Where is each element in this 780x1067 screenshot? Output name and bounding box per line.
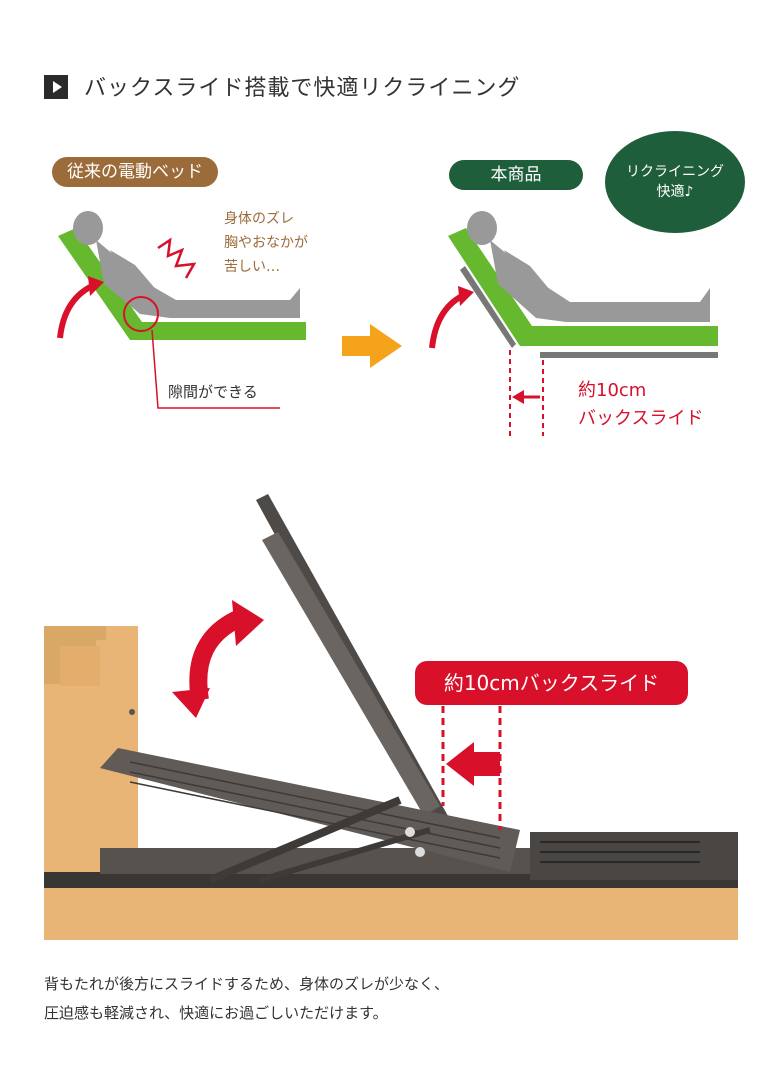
recline-arrow-right — [429, 293, 464, 349]
person-silhouette-right — [467, 211, 710, 322]
gap-label: 隙間ができる — [168, 383, 258, 401]
bed-photo — [44, 494, 738, 940]
comfort-bubble: リクライニング 快適♪ — [605, 131, 745, 233]
problem-line: 苦しい… — [224, 259, 280, 275]
problem-text: 身体のズレ 胸やおなかが 苦しい… — [224, 207, 308, 279]
conventional-mattress — [58, 228, 306, 340]
bed-base — [44, 886, 738, 940]
problem-line: 胸やおなかが — [224, 235, 308, 251]
slide-line: 約10cm — [578, 380, 647, 401]
conventional-bed-label: 従来の電動ベッド — [52, 157, 218, 187]
photo-recline-arrow — [189, 609, 244, 702]
product-base-frame — [540, 352, 718, 358]
gap-leader-line — [151, 329, 280, 409]
slide-arrow-small — [512, 390, 524, 404]
slide-distance-label: 約10cm バックスライド — [578, 377, 703, 433]
gap-circle — [123, 296, 159, 332]
play-icon — [44, 75, 68, 99]
bubble-line: 快適♪ — [656, 184, 694, 200]
back-slide-badge: 約10cmバックスライド — [415, 661, 688, 705]
product-bed-diagram — [429, 211, 718, 436]
slide-line: バックスライド — [578, 408, 704, 429]
caption-line: 背もたれが後方にスライドするため、身体のズレが少なく、 — [44, 975, 450, 993]
recline-arrow-left — [57, 283, 94, 339]
caption-line: 圧迫感も軽減され、快適にお過ごしいただけます。 — [44, 1004, 388, 1022]
bubble-line: リクライニング — [626, 164, 724, 180]
product-back-frame — [460, 266, 516, 348]
product-mattress — [448, 228, 718, 346]
page-title: バックスライド搭載で快適リクライニング — [84, 76, 521, 101]
caption: 背もたれが後方にスライドするため、身体のズレが少なく、 圧迫感も軽減され、快適に… — [44, 970, 449, 1028]
product-label: 本商品 — [449, 160, 583, 190]
photo-slide-arrow — [446, 742, 474, 786]
pain-mark-icon — [157, 237, 197, 279]
conventional-bed-diagram — [57, 211, 306, 409]
orange-right-arrow — [342, 324, 402, 368]
problem-line: 身体のズレ — [224, 211, 294, 227]
